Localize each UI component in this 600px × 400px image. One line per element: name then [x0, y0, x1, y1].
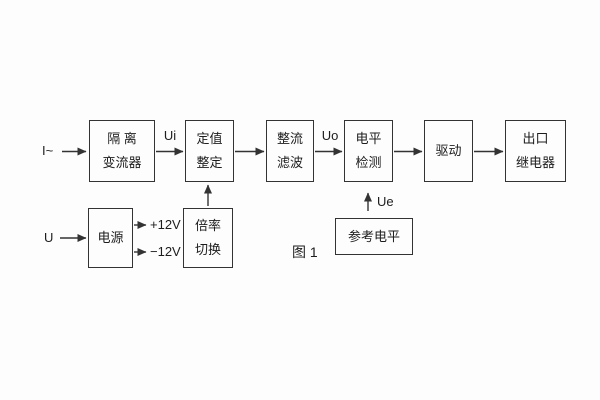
block-setting-adjust: 定值 整定	[185, 120, 234, 182]
block-isolation-line2: 变流器	[102, 155, 142, 170]
label-ui: Ui	[163, 128, 177, 143]
block-isolation-transformer: 隔 离 变流器	[89, 120, 155, 182]
block-setting-line1: 定值	[196, 131, 223, 146]
block-output-relay: 出口 继电器	[505, 120, 566, 182]
label-rail-neg: −12V	[150, 244, 181, 259]
label-input-current: I~	[42, 143, 54, 158]
block-rectify-filter: 整流 滤波	[266, 120, 314, 182]
block-reference-level: 参考电平	[335, 218, 413, 255]
figure-caption: 图 1	[292, 244, 318, 260]
block-drive-line1: 驱动	[435, 143, 462, 158]
label-input-voltage: U	[44, 230, 54, 245]
block-power-supply: 电源	[88, 208, 133, 268]
block-power-line1: 电源	[97, 230, 124, 245]
block-ratio-line2: 切换	[194, 242, 221, 257]
block-ratio-line1: 倍率	[194, 218, 221, 233]
label-ue: Ue	[377, 194, 394, 209]
block-reference-line1: 参考电平	[347, 228, 400, 244]
block-setting-line2: 整定	[196, 155, 223, 170]
block-relay-line2: 继电器	[515, 155, 555, 170]
block-ratio-switch: 倍率 切换	[183, 208, 233, 268]
block-level-line2: 检测	[355, 155, 382, 170]
block-rectify-line1: 整流	[276, 131, 303, 146]
label-rail-pos: +12V	[150, 217, 181, 232]
block-relay-line1: 出口	[522, 131, 549, 146]
block-level-detect: 电平 检测	[344, 120, 393, 182]
block-isolation-line1: 隔 离	[107, 131, 137, 146]
block-rectify-line2: 滤波	[276, 155, 303, 170]
block-level-line1: 电平	[355, 131, 382, 146]
label-uo: Uo	[321, 128, 339, 143]
block-drive: 驱动	[424, 120, 473, 182]
